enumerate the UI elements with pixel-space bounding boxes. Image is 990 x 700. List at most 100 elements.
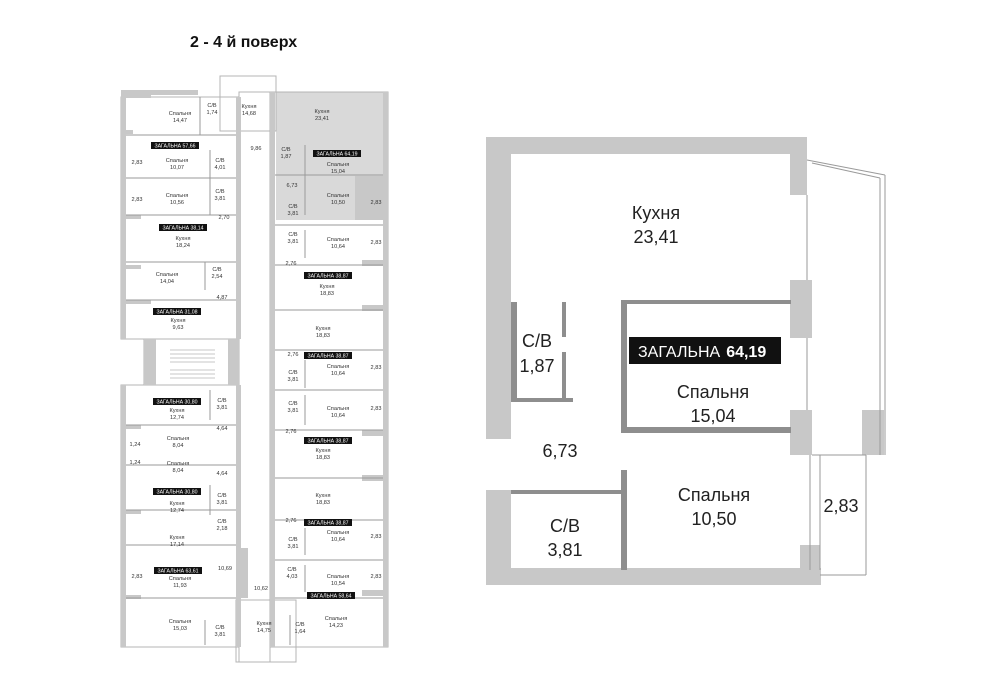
- corridor-area: 2,76: [288, 352, 299, 358]
- room-area: 10,50: [331, 200, 345, 206]
- room-label: С/В: [207, 103, 217, 109]
- room-area: 3,81: [215, 632, 226, 638]
- svg-text:ЗАГАЛЬНА 57,66: ЗАГАЛЬНА 57,66: [154, 144, 195, 150]
- room-area: 10,64: [331, 244, 345, 250]
- corridor-area: 2,76: [286, 261, 297, 267]
- room-label: Спальня: [325, 616, 347, 622]
- room-area: 10,64: [331, 537, 345, 543]
- room-area: 18,83: [316, 500, 330, 506]
- apartment-badge[interactable]: ЗАГАЛЬНА 38,87: [304, 352, 352, 360]
- balcony-area: 2,83: [371, 406, 382, 412]
- apartment-badge[interactable]: ЗАГАЛЬНА 58,64: [307, 592, 355, 600]
- corridor-area: 9,86: [251, 146, 262, 152]
- apartment-badge[interactable]: ЗАГАЛЬНА 63,61: [154, 567, 202, 575]
- balcony-area: 2,83: [371, 534, 382, 540]
- room-area: 3,81: [215, 196, 226, 202]
- room-label: Спальня: [169, 576, 191, 582]
- floor-title: 2 - 4 й поверх: [190, 34, 298, 51]
- room-label: Кухня: [170, 535, 185, 541]
- apartment-badge[interactable]: ЗАГАЛЬНА 38,87: [304, 519, 352, 527]
- bathroom-1-label: С/В: [522, 331, 552, 351]
- room-area: 14,23: [329, 623, 343, 629]
- room-area: 3,81: [288, 211, 299, 217]
- svg-text:ЗАГАЛЬНА 64,19: ЗАГАЛЬНА 64,19: [316, 152, 357, 158]
- room-label: С/В: [288, 232, 298, 238]
- room-label: Спальня: [166, 158, 188, 164]
- room-area: 18,83: [316, 455, 330, 461]
- balcony-area: 1,24: [130, 460, 141, 466]
- balcony-area: 2,83: [132, 574, 143, 580]
- room-area: 3,81: [288, 377, 299, 383]
- apartment-badge[interactable]: ЗАГАЛЬНА 30,80: [153, 398, 201, 406]
- svg-text:ЗАГАЛЬНА 38,87: ЗАГАЛЬНА 38,87: [307, 274, 348, 280]
- wall-segments: [121, 90, 388, 647]
- hallway-area: 6,73: [542, 441, 577, 461]
- svg-text:ЗАГАЛЬНА 38,87: ЗАГАЛЬНА 38,87: [307, 521, 348, 527]
- apartment-badge-selected[interactable]: ЗАГАЛЬНА 64,19: [313, 150, 361, 158]
- total-area-value: 64,19: [726, 344, 766, 361]
- room-area: 1,87: [281, 154, 292, 160]
- apartment-badges: ЗАГАЛЬНА 57,66 ЗАГАЛЬНА 64,19 ЗАГАЛЬНА 3…: [151, 142, 361, 600]
- room-area: 3,81: [217, 405, 228, 411]
- apartment-badge[interactable]: ЗАГАЛЬНА 38,87: [304, 272, 352, 280]
- room-area: 18,83: [320, 291, 334, 297]
- apartment-badge[interactable]: ЗАГАЛЬНА 57,66: [151, 142, 199, 150]
- apartment-badge[interactable]: ЗАГАЛЬНА 30,80: [153, 488, 201, 496]
- room-label: С/В: [215, 158, 225, 164]
- room-label: С/В: [215, 625, 225, 631]
- room-label: С/В: [288, 370, 298, 376]
- room-label: Кухня: [170, 501, 185, 507]
- room-label: Кухня: [315, 109, 330, 115]
- room-area: 9,63: [173, 325, 184, 331]
- room-area: 23,41: [315, 116, 329, 122]
- balcony-area: 2,83: [371, 574, 382, 580]
- room-area: 15,04: [331, 169, 345, 175]
- balcony-area: 2,83: [823, 496, 858, 516]
- stairwell: [170, 349, 215, 379]
- room-area: 12,74: [170, 508, 184, 514]
- corridor-area: 2,76: [286, 518, 297, 524]
- room-label: Спальня: [169, 619, 191, 625]
- svg-text:ЗАГАЛЬНА 58,64: ЗАГАЛЬНА 58,64: [310, 594, 351, 600]
- room-area: 3,81: [288, 239, 299, 245]
- room-label: Кухня: [320, 284, 335, 290]
- room-area: 4,03: [287, 574, 298, 580]
- balcony-area: 2,83: [371, 200, 382, 206]
- room-label: Спальня: [166, 193, 188, 199]
- room-area: 1,64: [295, 629, 306, 635]
- balcony-area: 1,24: [130, 442, 141, 448]
- apartment-badge[interactable]: ЗАГАЛЬНА 31,08: [153, 308, 201, 316]
- room-label: Спальня: [327, 530, 349, 536]
- unit-interior-walls: [511, 300, 791, 570]
- room-area: 12,74: [170, 415, 184, 421]
- room-area: 10,56: [170, 200, 184, 206]
- room-area: 18,24: [176, 243, 190, 249]
- room-label: С/В: [217, 519, 227, 525]
- interior-walls: [126, 97, 383, 645]
- bathroom-2-area: 3,81: [547, 540, 582, 560]
- room-label: С/В: [212, 267, 222, 273]
- bathroom-1-area: 1,87: [519, 356, 554, 376]
- room-area: 10,64: [331, 371, 345, 377]
- balcony-area: 2,83: [132, 160, 143, 166]
- bedroom-1-label: Спальня: [677, 382, 749, 402]
- room-area: 17,14: [170, 542, 184, 548]
- room-label: Кухня: [170, 408, 185, 414]
- unit-room-labels: Кухня 23,41 С/В 1,87 Спальня 15,04 6,73 …: [519, 203, 858, 560]
- apartment-badge[interactable]: ЗАГАЛЬНА 38,14: [159, 224, 207, 232]
- room-label: Спальня: [327, 364, 349, 370]
- room-label: Кухня: [316, 326, 331, 332]
- svg-text:ЗАГАЛЬНА 38,87: ЗАГАЛЬНА 38,87: [307, 354, 348, 360]
- corridor-area: 2,76: [286, 429, 297, 435]
- balcony-area: 2,83: [132, 197, 143, 203]
- apartment-badge[interactable]: ЗАГАЛЬНА 38,87: [304, 437, 352, 445]
- bathroom-2-label: С/В: [550, 516, 580, 536]
- kitchen-area: 23,41: [633, 227, 678, 247]
- room-area: 3,81: [217, 500, 228, 506]
- room-area: 14,04: [160, 279, 174, 285]
- room-label: С/В: [287, 567, 297, 573]
- balcony-area: 2,83: [371, 365, 382, 371]
